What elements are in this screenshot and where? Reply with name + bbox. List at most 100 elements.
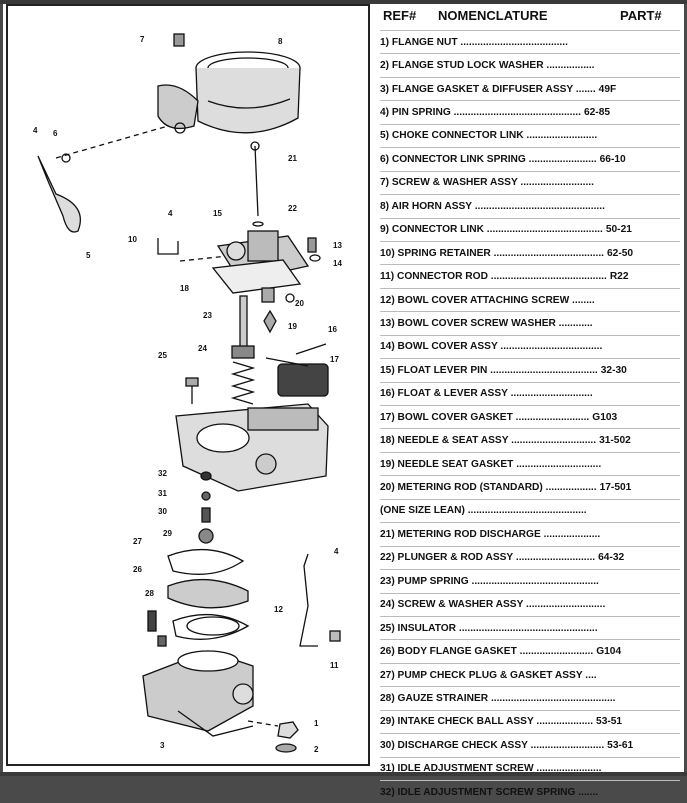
parts-list-item: 21) METERING ROD DISCHARGE .............… [380,522,680,545]
callout-15: 16 [328,325,337,334]
callout-14: 15 [213,209,222,218]
part-number: 66-10 [599,153,626,165]
top-border [0,0,687,4]
part-description: 8) AIR HORN ASSY .......................… [380,200,605,212]
callout-16: 17 [330,355,339,364]
callout-29: 31 [158,489,167,498]
part-column-header: PART# [620,8,662,23]
part-description: 24) SCREW & WASHER ASSY ................… [380,599,606,611]
part-description: 11) CONNECTOR ROD ......................… [380,271,607,283]
part-description: 22) PLUNGER & ROD ASSY .................… [380,552,596,564]
part-description: 21) METERING ROD DISCHARGE .............… [380,528,601,540]
nomenclature-table: REF# NOMENCLATURE PART# 1) FLANGE NUT ..… [380,4,680,803]
nomenclature-column-header: NOMENCLATURE [438,8,548,23]
part-description: 29) INTAKE CHECK BALL ASSY .............… [380,716,594,728]
part-description: 32) IDLE ADJUSTMENT SCREW SPRING ....... [380,786,599,798]
callout-4: 4 [33,126,38,135]
callout-26b: 28 [145,589,154,598]
callout-3: 3 [160,741,165,750]
part-description: 27) PUMP CHECK PLUG & GASKET ASSY .... [380,669,597,681]
callout-2: 2 [314,745,319,754]
part-description: 9) CONNECTOR LINK ......................… [380,224,603,236]
parts-list-item: 6) CONNECTOR LINK SPRING ...............… [380,147,680,170]
part-number: 53-51 [596,716,623,728]
part-description: 25) INSULATOR ..........................… [380,622,598,634]
throttle-body-drawing [142,650,254,737]
callout-18: 19 [288,322,297,331]
callout-20: 21 [288,154,297,163]
parts-list: 1) FLANGE NUT ..........................… [380,30,680,803]
part-number: 17-501 [599,482,632,494]
parts-list-item: 25) INSULATOR ..........................… [380,615,680,639]
parts-list-item: 3) FLANGE GASKET & DIFFUSER ASSY .......… [380,76,680,100]
parts-list-item: 1) FLANGE NUT ..........................… [380,30,680,53]
part-description: 5) CHOKE CONNECTOR LINK ................… [380,130,598,142]
part-description: 31) IDLE ADJUSTMENT SCREW ..............… [380,763,602,775]
carburetor-exploded-diagram: 7 8 4 6 21 4 15 22 10 13 14 5 18 20 23 1… [33,33,342,754]
parts-list-item: 23) PUMP SPRING ........................… [380,569,680,592]
callout-4b: 4 [168,209,173,218]
parts-list-item: 17) BOWL COVER GASKET ..................… [380,405,680,428]
part-description: (ONE SIZE LEAN) ........................… [380,505,587,517]
callout-9: 10 [128,235,137,244]
bottom-border [0,772,687,776]
parts-list-item: 24) SCREW & WASHER ASSY ................… [380,592,680,616]
part-number: 49F [598,83,617,95]
part-description: 15) FLOAT LEVER PIN ....................… [380,364,598,376]
callout-24: 25 [158,351,167,360]
callout-1: 1 [314,719,319,728]
part-description: 28) GAUZE STRAINER .....................… [380,692,616,704]
callout-6: 6 [53,129,58,138]
parts-list-item: 30) DISCHARGE CHECK ASSY ...............… [380,733,680,756]
part-description: 26) BODY FLANGE GASKET .................… [380,646,594,658]
callout-23: 24 [198,344,207,353]
part-number: 64-32 [598,552,625,564]
part-description: 6) CONNECTOR LINK SPRING ...............… [380,153,597,165]
parts-list-item: 9) CONNECTOR LINK ......................… [380,217,680,241]
part-number: 62-85 [583,107,611,119]
parts-list-item: 8) AIR HORN ASSY .......................… [380,194,680,217]
callout-13: 14 [333,259,342,268]
callout-25: 26 [133,565,142,574]
part-description: 7) SCREW & WASHER ASSY .................… [380,177,594,189]
ref-column-header: REF# [383,8,417,23]
part-description: 2) FLANGE STUD LOCK WASHER .............… [380,60,595,72]
part-description: 23) PUMP SPRING ........................… [380,575,599,587]
parts-list-item: 20) METERING ROD (STANDARD) ............… [380,475,680,498]
exploded-diagram-panel: 7 8 4 6 21 4 15 22 10 13 14 5 18 20 23 1… [6,4,370,766]
parts-list-item: 10) SPRING RETAINER ....................… [380,240,680,264]
parts-list-item: 14) BOWL COVER ASSY ....................… [380,334,680,358]
part-description: 14) BOWL COVER ASSY ....................… [380,341,603,353]
part-description: 12) BOWL COVER ATTACHING SCREW ........ [380,294,595,306]
part-number: G103 [592,411,618,423]
parts-list-item: 11) CONNECTOR ROD ......................… [380,264,680,287]
parts-list-item: 16) FLOAT & LEVER ASSY .................… [380,381,680,405]
parts-list-item: 13) BOWL COVER SCREW WASHER ............ [380,311,680,334]
callout-10: 11 [330,661,339,670]
part-description: 13) BOWL COVER SCREW WASHER ............ [380,317,593,329]
callout-30: 32 [158,469,167,478]
callout-7: 7 [140,35,145,44]
parts-list-item: 15) FLOAT LEVER PIN ....................… [380,358,680,381]
part-description: 4) PIN SPRING ..........................… [380,107,581,119]
callout-28: 30 [158,507,167,516]
parts-list-item: 18) NEEDLE & SEAT ASSY .................… [380,428,680,451]
callout-8: 8 [278,37,283,46]
callout-17: 18 [180,284,189,293]
part-number: R22 [609,271,629,283]
part-description: 3) FLANGE GASKET & DIFFUSER ASSY ....... [380,83,596,95]
parts-list-item: 27) PUMP CHECK PLUG & GASKET ASSY .... [380,662,680,686]
part-description: 17) BOWL COVER GASKET ..................… [380,411,590,423]
callout-22: 23 [203,311,212,320]
parts-list-item: 2) FLANGE STUD LOCK WASHER .............… [380,53,680,76]
table-header: REF# NOMENCLATURE PART# [380,4,680,28]
parts-list-item: 5) CHOKE CONNECTOR LINK ................… [380,123,680,147]
parts-list-item: 32) IDLE ADJUSTMENT SCREW SPRING ....... [380,780,680,803]
parts-list-item: 29) INTAKE CHECK BALL ASSY .............… [380,709,680,733]
callout-11: 12 [274,605,283,614]
parts-list-item: 31) IDLE ADJUSTMENT SCREW ..............… [380,756,680,780]
parts-list-item: 12) BOWL COVER ATTACHING SCREW ........ [380,287,680,311]
callout-27: 29 [163,529,172,538]
part-number: 31-502 [599,435,631,447]
parts-list-item: 22) PLUNGER & ROD ASSY .................… [380,545,680,569]
